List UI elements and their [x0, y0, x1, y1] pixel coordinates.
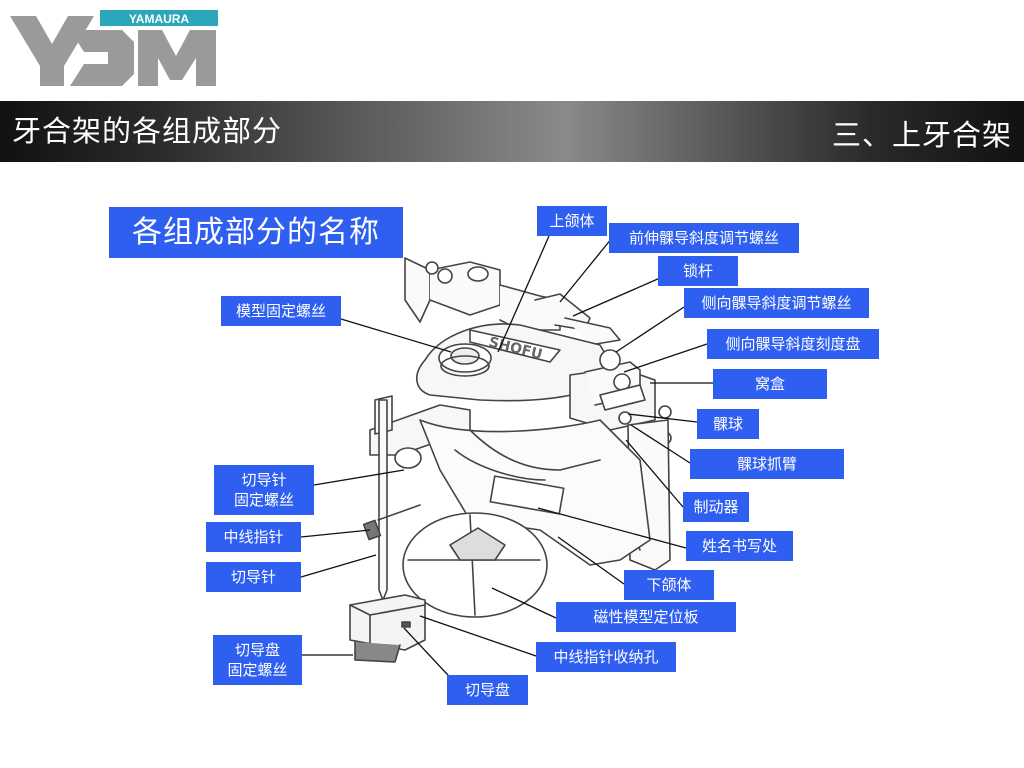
- logo-brand-text: YAMAURA: [129, 12, 190, 26]
- diagram-heading: 各组成部分的名称: [109, 207, 403, 258]
- slide-title: 牙合架的各组成部分: [12, 114, 283, 148]
- ydm-logo: YAMAURA: [10, 10, 218, 86]
- label-model-screw: 模型固定螺丝: [221, 296, 341, 326]
- label-condyle-arm: 髁球抓臂: [690, 449, 844, 479]
- label-incisal-pin: 切导针: [206, 562, 301, 592]
- label-stopper: 制动器: [683, 492, 749, 522]
- label-table-screw: 切导盘 固定螺丝: [213, 635, 302, 685]
- label-name-area: 姓名书写处: [686, 531, 793, 561]
- label-lateral-screw: 侧向髁导斜度调节螺丝: [684, 288, 869, 318]
- label-lock-rod: 锁杆: [658, 256, 738, 286]
- label-pin-screw: 切导针 固定螺丝: [214, 465, 314, 515]
- label-protrusive-screw: 前伸髁导斜度调节螺丝: [609, 223, 799, 253]
- label-lateral-dial: 侧向髁导斜度刻度盘: [707, 329, 879, 359]
- label-upper-jaw: 上颌体: [537, 206, 607, 236]
- title-bar: [0, 101, 1024, 162]
- label-lower-jaw: 下颌体: [624, 570, 714, 600]
- section-title: 三、上牙合架: [831, 118, 1012, 152]
- label-fossa-box: 窝盒: [713, 369, 827, 399]
- label-condyle-ball: 髁球: [697, 409, 759, 439]
- label-midline-hole: 中线指针收纳孔: [536, 642, 676, 672]
- label-magnetic-plate: 磁性模型定位板: [556, 602, 736, 632]
- label-midline-pointer: 中线指针: [206, 522, 301, 552]
- label-incisal-table: 切导盘: [447, 675, 528, 705]
